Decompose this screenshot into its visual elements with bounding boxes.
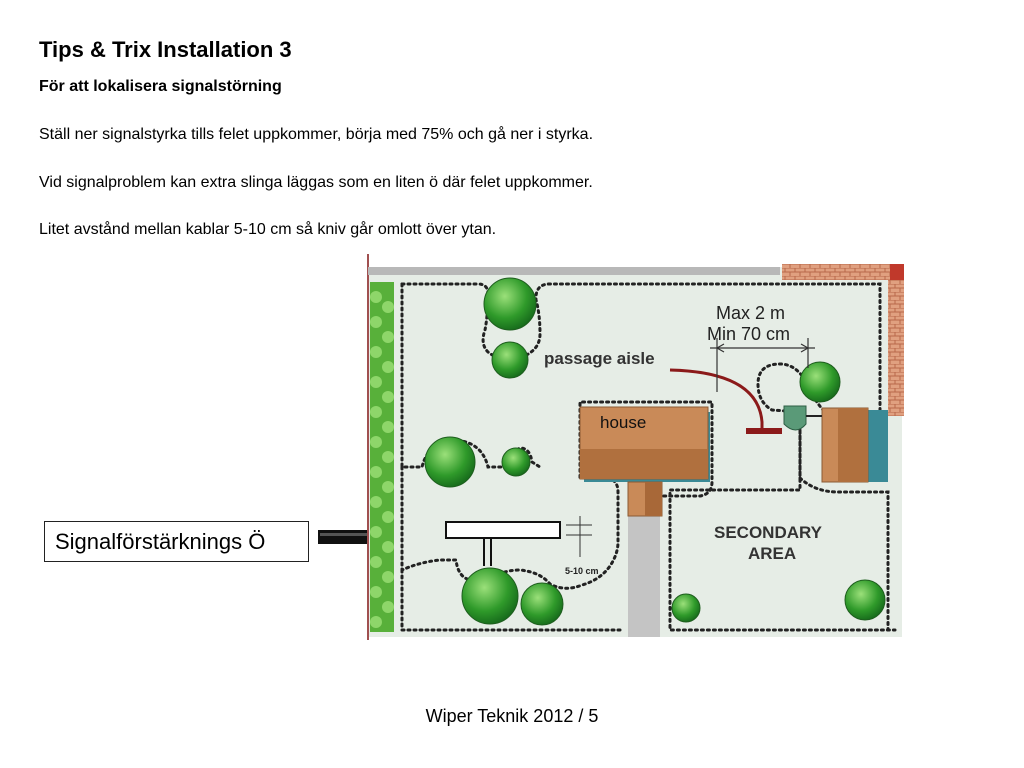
boundary-wire-main (400, 282, 897, 632)
brick-wall (782, 264, 890, 280)
signal-island (445, 521, 561, 566)
gap-marker (566, 516, 592, 557)
instruction-paragraph-1: Ställ ner signalstyrka tills felet uppko… (39, 126, 594, 143)
passage-label: passage aisle (544, 349, 655, 368)
min-distance-label: Min 70 cm (707, 324, 790, 344)
gap-label: 5-10 cm (565, 566, 599, 576)
slide-footer: Wiper Teknik 2012 / 5 (425, 706, 599, 726)
instruction-paragraph-2: Vid signalproblem kan extra slinga lägga… (39, 174, 593, 191)
instruction-paragraph-3: Litet avstånd mellan kablar 5-10 cm så k… (39, 221, 497, 238)
hedge-row (370, 282, 394, 632)
charging-station (669, 368, 822, 434)
slide-subtitle: För att lokalisera signalstörning (39, 78, 282, 95)
secondary-area-label-2: AREA (748, 544, 796, 563)
secondary-area-label-1: SECONDARY (714, 523, 823, 542)
max-distance-label: Max 2 m (716, 303, 785, 323)
slide-title: Tips & Trix Installation 3 (39, 37, 292, 62)
house-building (579, 406, 710, 517)
house-label: house (600, 413, 646, 432)
garden-layout-diagram: house Max 2 m Min 70 cm passage aisle SE… (367, 254, 904, 640)
signal-island-callout: Signalförstärknings Ö (44, 521, 309, 562)
distance-measurement (710, 338, 815, 392)
secondary-building (821, 407, 888, 483)
tree-icons (424, 277, 886, 626)
